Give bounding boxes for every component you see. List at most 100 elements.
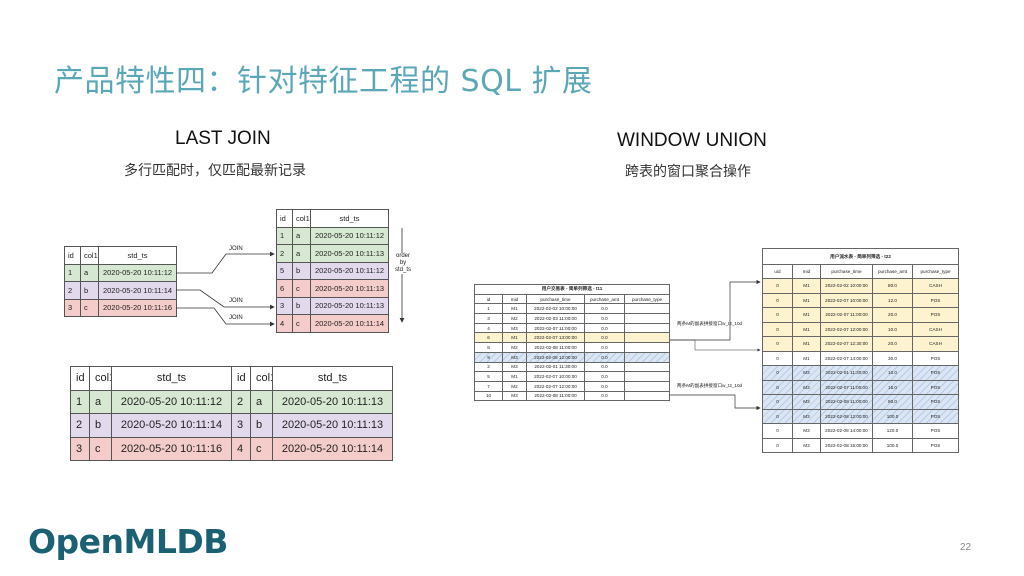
cell: 2020-05-20 10:11:13	[272, 389, 393, 414]
cell: 2022-02-01 11:30:00	[820, 365, 873, 381]
last-join-right-table: id col1 std_ts 1 a 2020-05-20 10:11:12 2…	[276, 209, 389, 333]
cell: 8	[474, 342, 503, 353]
window-label-1: 两条M的副表拼接窗口w_t2_10d	[677, 321, 743, 326]
cell: 2022-02-07 10:00:00	[820, 292, 873, 308]
header-cell: id	[70, 366, 90, 391]
cell: 2022-02-07 10:00:00	[526, 371, 585, 382]
cell: 6	[474, 332, 503, 344]
cell: b	[89, 413, 112, 438]
last-join-heading: LAST JOIN	[175, 128, 271, 149]
cell: 2022-02-07 14:00:00	[820, 350, 873, 366]
window-union-left-table: 用户交易表 - 简单列筛选 - t11 id mid purchase_time…	[473, 284, 671, 402]
header-cell: std_ts	[272, 366, 393, 391]
order-by-label: order by std_ts	[394, 253, 412, 274]
cell: 30.0	[872, 350, 913, 366]
cell: 0	[762, 278, 793, 294]
cell: 2022-02-03 11:00:00	[526, 313, 585, 324]
header-cell: id	[231, 366, 251, 391]
cell: 2020-05-20 10:11:14	[310, 314, 389, 333]
cell	[623, 332, 671, 344]
table-header-row: id col1 std_ts id col1 std_ts	[70, 366, 393, 391]
cell: 0.0	[584, 390, 625, 402]
window-arrow-1	[669, 279, 761, 341]
cell: M1	[502, 371, 527, 382]
cell: 2	[231, 389, 251, 414]
table-row: 4 c 2020-05-20 10:11:14	[276, 314, 389, 333]
cell: 0	[762, 394, 793, 410]
cell	[623, 313, 671, 324]
cell: 2022-02-02 10:00:00	[820, 278, 873, 294]
header-cell: purchase_type	[623, 293, 671, 305]
cell: 2020-05-20 10:11:13	[310, 279, 389, 298]
window-union-right-table: 用户流水表 - 简单列筛选 - t22 uid mid purchase_tim…	[761, 248, 960, 453]
cell: M3	[792, 423, 821, 439]
cell: 0.0	[584, 361, 625, 373]
cell: 0	[762, 437, 793, 453]
last-join-result-table: id col1 std_ts id col1 std_ts 1 a 2020-0…	[70, 366, 393, 461]
cell: 2022-02-08 15:00:00	[820, 437, 873, 453]
header-cell: purchase_amt	[872, 264, 913, 279]
cell: M2	[502, 313, 527, 324]
cell: 1	[474, 303, 503, 315]
openmldb-logo: OpenMLDB	[28, 522, 228, 561]
cell: 2022-02-08 11:00:00	[526, 390, 585, 402]
table-row: 6 c 2020-05-20 10:11:13	[276, 279, 389, 298]
cell: 0	[762, 350, 793, 366]
cell: 0.0	[584, 380, 625, 392]
cell: 100.0	[872, 437, 913, 453]
cell: 3	[70, 436, 90, 461]
header-cell: purchase_time	[820, 264, 873, 279]
cell: 2022-02-07 13:00:00	[526, 332, 585, 344]
window-union-heading: WINDOW UNION	[617, 130, 767, 151]
join-arrow-2	[176, 289, 275, 310]
cell: 5	[474, 371, 503, 382]
cell: POS	[911, 423, 960, 439]
order-word: order	[395, 253, 410, 259]
cell: 2022-02-08 11:00:00	[526, 342, 585, 353]
cell	[623, 322, 671, 334]
join-arrow-1	[176, 251, 275, 274]
cell: 0	[762, 307, 793, 323]
cell: POS	[911, 292, 960, 308]
cell	[623, 361, 671, 373]
cell	[623, 371, 671, 382]
table-row: 2 a 2020-05-20 10:11:13	[276, 244, 389, 263]
cell: M1	[502, 303, 527, 315]
cell: 0.0	[584, 342, 625, 353]
table-row: 1 a 2020-05-20 10:11:12	[276, 226, 389, 245]
cell: 2020-05-20 10:11:16	[111, 436, 232, 461]
header-cell: col1	[89, 366, 112, 391]
header-cell: id	[474, 293, 503, 305]
cell: 0.0	[584, 303, 625, 315]
cell: CASH	[911, 336, 960, 352]
window-label-2: 两条M的副表拼接窗口w_t2_10d	[677, 383, 743, 388]
header-cell: col1	[250, 366, 273, 391]
cell: 12.0	[872, 292, 913, 308]
window-arrow-3	[669, 339, 761, 352]
cell: M1	[792, 307, 821, 323]
table-header-row: id col1 std_ts	[276, 209, 389, 228]
cell: 2022-02-07 12:30:00	[820, 336, 873, 352]
cell: 4	[474, 322, 503, 334]
right-table-caption: 用户流水表 - 简单列筛选 - t22	[761, 248, 960, 265]
window-arrow-2	[669, 394, 761, 411]
cell: 9	[474, 351, 503, 363]
cell: 15.0	[872, 379, 913, 395]
last-join-left-table: id col1 std_ts 1 a 2020-05-20 10:11:12 2…	[64, 246, 177, 317]
cell: 1	[70, 389, 90, 414]
cell: 120.0	[872, 423, 913, 439]
cell: M3	[502, 390, 527, 402]
cell: 0	[762, 365, 793, 381]
cell: 2022-02-07 12:00:00	[820, 321, 873, 337]
